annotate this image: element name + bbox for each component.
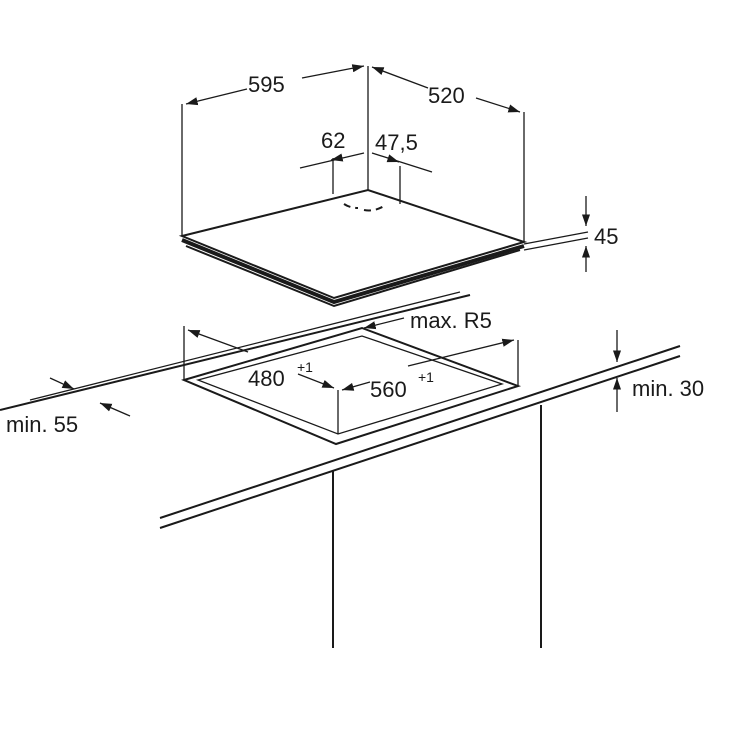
depth-dimension: 520	[371, 66, 521, 113]
offset-dimension: 62 47,5	[299, 128, 433, 173]
hob-front-edge	[181, 238, 525, 305]
hob-unit	[178, 188, 589, 308]
width-label: 595	[248, 72, 285, 97]
hob-connection-line	[523, 231, 589, 245]
min-worktop-dimension: min. 30	[612, 330, 704, 412]
cutout-width-label: 560	[370, 377, 407, 402]
min-front-label: min. 55	[6, 412, 78, 437]
depth-label: 520	[428, 83, 465, 108]
worktop-back-edge-2	[29, 291, 461, 401]
cutout-depth-tolerance: +1	[297, 359, 313, 375]
hob-top-surface	[178, 188, 528, 300]
offset-left-label: 62	[321, 128, 345, 153]
hob-connection-line-2	[523, 237, 589, 251]
cutout-width-dimension: 560 +1	[341, 338, 515, 402]
corner-radius-label: max. R5	[410, 308, 492, 333]
hob-extension-lines	[181, 66, 525, 242]
offset-right-label: 47,5	[375, 130, 418, 155]
cutout-depth-dimension: 480 +1	[187, 329, 335, 391]
width-dimension: 595	[185, 64, 365, 106]
cutout-extension-lines	[183, 326, 519, 434]
cabinet-sides	[332, 405, 542, 648]
worktop-back-edge	[0, 294, 471, 411]
hob-front-edge-lower	[185, 245, 521, 308]
min-worktop-label: min. 30	[632, 376, 704, 401]
cutout-inner	[195, 335, 505, 435]
hob-hidden-housing	[343, 203, 385, 212]
cutout-width-tolerance: +1	[418, 369, 434, 385]
corner-radius-callout: max. R5	[363, 308, 492, 333]
height-dimension: 45	[581, 196, 618, 272]
height-label: 45	[594, 224, 618, 249]
worktop-front-edge-2	[159, 355, 681, 529]
min-front-dimension: min. 55	[6, 377, 131, 437]
worktop	[0, 291, 681, 529]
worktop-front-edge	[159, 345, 681, 519]
cutout-depth-label: 480	[248, 366, 285, 391]
